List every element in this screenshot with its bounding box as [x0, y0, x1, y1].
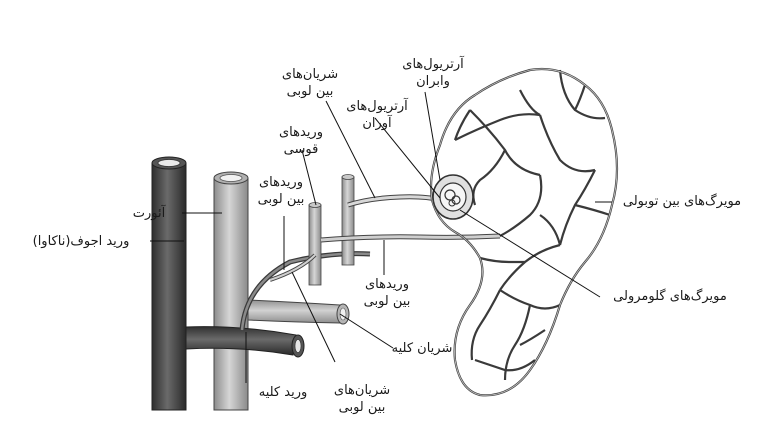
label-afferent-arterioles: آرتریول‌های آوران	[336, 98, 418, 132]
interlobar-vessels	[309, 175, 354, 286]
label-interlobar-arteries-top: شریان‌های بین لوبی	[270, 66, 350, 100]
label-interlobar-veins-top: وریدهای بین لوبی	[250, 174, 312, 208]
label-interlobar-veins-bottom: وریدهای بین لوبی	[356, 276, 418, 310]
label-peritubular-capillaries: مویرگ‌های بین توبولی	[612, 193, 752, 210]
label-efferent-arterioles: آرتریول‌های وابران	[392, 56, 474, 90]
label-interlobar-arteries-bottom: شریان‌های بین لوبی	[322, 382, 402, 416]
label-renal-artery: شریان کلیه	[380, 340, 464, 357]
aorta-vessel	[214, 172, 248, 410]
label-renal-vein: ورید کلیه	[248, 384, 318, 401]
label-aorta: آئورت	[118, 205, 180, 222]
label-glomerular-capillaries: مویرگ‌های گلومرولی	[600, 288, 740, 305]
renal-artery-vessel	[248, 300, 349, 324]
label-arcuate-veins: وریدهای قوسی	[270, 124, 332, 158]
label-vena-cava: ورید اجوف(ناکاوا)	[14, 233, 148, 250]
vena-cava-vessel	[152, 157, 186, 410]
